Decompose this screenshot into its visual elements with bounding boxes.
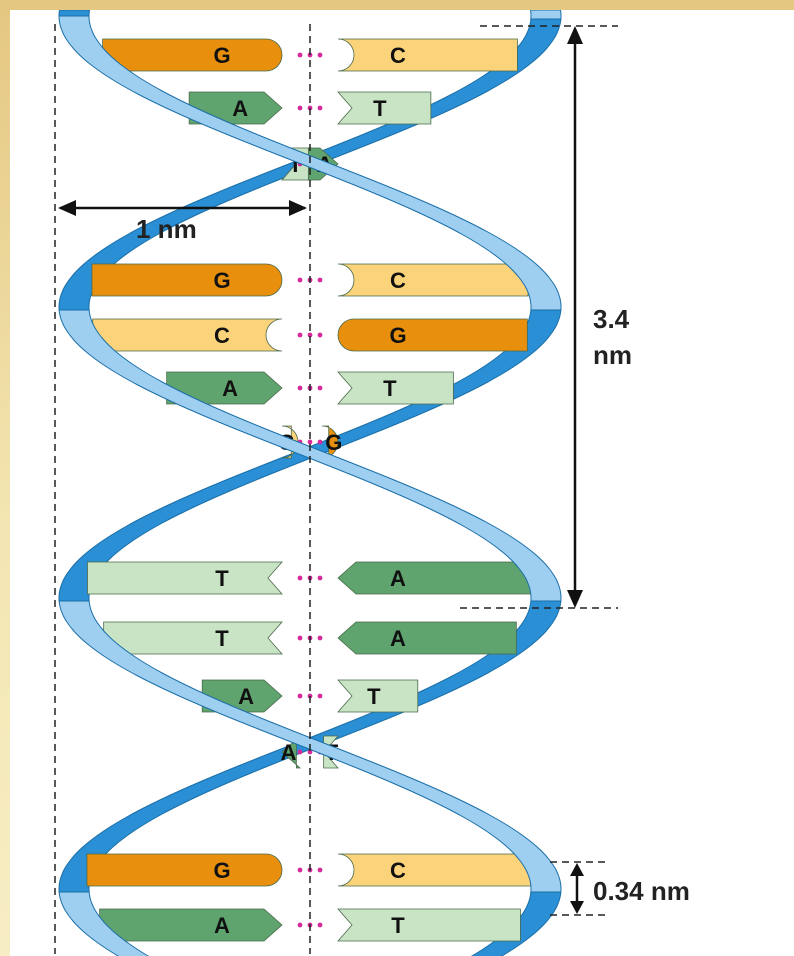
hydrogen-bond-dot: [317, 693, 323, 699]
base-pair-6-left-letter: A: [222, 376, 238, 401]
base-pair-13-right-shape: [337, 908, 521, 942]
hydrogen-bond-dot: [297, 105, 303, 111]
hydrogen-bond-dot: [297, 867, 303, 873]
base-pair-5-right: G: [337, 318, 528, 352]
backbone-strand-b-front-segment: [58, 309, 562, 602]
base-pair-9-left: T: [103, 621, 283, 655]
base-pair-4-left-shape: [91, 263, 283, 297]
base-pair-7-right: G: [321, 425, 342, 459]
hydrogen-bond-dot: [317, 575, 323, 581]
base-pair-13-left: A: [99, 908, 283, 942]
hydrogen-bond-dot: [297, 277, 303, 283]
base-pair-12-right: C: [337, 853, 534, 887]
hydrogen-bond-dot: [307, 439, 313, 445]
base-pair-10-right-letter: T: [367, 684, 381, 709]
rise-label: 0.34 nm: [593, 876, 690, 906]
hydrogen-bond-dot: [317, 439, 323, 445]
pitch-arrow: [567, 26, 583, 608]
dna-double-helix: GCATTAGCCGATCGTATAATATGCAT 1 nm 3.4 nm 0…: [54, 10, 690, 956]
base-pair-11-left-letter: A: [281, 740, 297, 765]
base-pair-12-left-letter: G: [213, 858, 230, 883]
hydrogen-bond-dot: [297, 52, 303, 58]
width-label: 1 nm: [136, 214, 197, 244]
base-pair-12-left-shape: [86, 853, 283, 887]
base-pair-8-left: T: [87, 561, 283, 595]
hydrogen-bond-dot: [317, 867, 323, 873]
hydrogen-bond-dot: [297, 693, 303, 699]
base-pair-6-right-shape: [337, 371, 454, 405]
base-pair-13-left-letter: A: [214, 913, 230, 938]
hydrogen-bond-dot: [297, 385, 303, 391]
backbone-strand-a-back-segment: [58, 10, 91, 17]
base-pair-9-right-letter: A: [390, 626, 406, 651]
base-pair-9-right-shape: [337, 621, 517, 655]
hydrogen-bond-dot: [317, 332, 323, 338]
hydrogen-bond-dot: [317, 635, 323, 641]
base-pair-1-right: C: [337, 38, 518, 72]
base-pair-2-right-shape: [337, 91, 432, 125]
base-pair-1-left: G: [102, 38, 283, 72]
base-pair-10-right: T: [337, 679, 419, 713]
width-arrow: [58, 200, 307, 216]
base-pair-4-right: C: [337, 263, 529, 297]
base-pair-8-right: A: [337, 561, 533, 595]
base-pair-2-left-letter: A: [232, 96, 248, 121]
base-pair-8-left-shape: [87, 561, 283, 595]
base-pair-4-right-letter: C: [390, 268, 406, 293]
hydrogen-bond-dot: [297, 332, 303, 338]
dimension-guides: [54, 24, 618, 954]
hydrogen-bond-dot: [297, 635, 303, 641]
base-pair-9-left-shape: [103, 621, 283, 655]
base-pairs: GCATTAGCCGATCGTATAATATGCAT: [86, 38, 534, 942]
hydrogen-bond-dot: [297, 922, 303, 928]
backbone-strand-b-front-segment: [58, 891, 150, 956]
base-pair-9-right: A: [337, 621, 517, 655]
hydrogen-bond-dot: [317, 52, 323, 58]
backbone-strand-b-front-segment: [529, 10, 562, 20]
pitch-label-unit: nm: [593, 340, 632, 370]
base-pair-4-right-shape: [337, 263, 529, 297]
base-pair-5-left: C: [92, 318, 283, 352]
base-pair-2-right-letter: T: [373, 96, 387, 121]
base-pair-1-left-letter: G: [213, 43, 230, 68]
rise-arrow: [570, 863, 584, 914]
base-pair-13-right-letter: T: [391, 913, 405, 938]
base-pair-10-left-letter: A: [238, 684, 254, 709]
base-pair-6-right-letter: T: [383, 376, 397, 401]
base-pair-7-right-letter: G: [325, 430, 342, 455]
base-pair-8-left-letter: T: [215, 566, 229, 591]
base-pair-1-left-shape: [102, 38, 283, 72]
base-pair-12-left: G: [86, 853, 283, 887]
base-pair-12-right-letter: C: [390, 858, 406, 883]
hydrogen-bond-dot: [317, 105, 323, 111]
base-pair-13-right: T: [337, 908, 521, 942]
hydrogen-bond-dot: [297, 749, 303, 755]
base-pair-10-right-shape: [337, 679, 419, 713]
hydrogen-bond-dot: [307, 749, 313, 755]
base-pair-5-right-letter: G: [389, 323, 406, 348]
hydrogen-bond-dot: [317, 385, 323, 391]
dna-diagram: GCATTAGCCGATCGTATAATATGCAT 1 nm 3.4 nm 0…: [10, 10, 794, 956]
base-pair-9-left-letter: T: [215, 626, 229, 651]
base-pair-8-right-shape: [337, 561, 533, 595]
base-pair-5-left-letter: C: [214, 323, 230, 348]
base-pair-4-left: G: [91, 263, 283, 297]
base-pair-6-right: T: [337, 371, 454, 405]
base-pair-1-right-letter: C: [390, 43, 406, 68]
base-pair-8-right-letter: A: [390, 566, 406, 591]
base-pair-5-left-shape: [92, 318, 283, 352]
base-pair-13-left-shape: [99, 908, 283, 942]
hydrogen-bond-dot: [297, 575, 303, 581]
hydrogen-bond-dot: [317, 277, 323, 283]
base-pair-4-left-letter: G: [213, 268, 230, 293]
hydrogen-bond-dot: [317, 922, 323, 928]
base-pair-12-right-shape: [337, 853, 534, 887]
base-pair-2-right: T: [337, 91, 432, 125]
pitch-label-value: 3.4: [593, 304, 630, 334]
hydrogen-bond-dot: [307, 332, 313, 338]
base-pair-5-right-shape: [337, 318, 528, 352]
base-pair-1-right-shape: [337, 38, 518, 72]
